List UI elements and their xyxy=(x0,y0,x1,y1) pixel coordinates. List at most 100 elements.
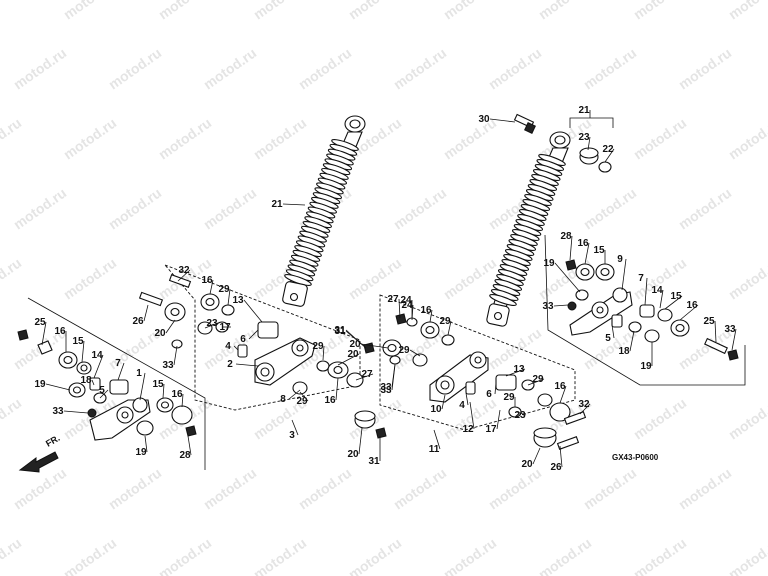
callout-leader xyxy=(584,242,590,265)
callout-leader xyxy=(505,368,526,377)
center-left-group xyxy=(138,274,402,439)
part-callout-33: 33 xyxy=(162,360,174,371)
part-callout-20: 20 xyxy=(349,339,361,350)
right-group-outline xyxy=(544,234,746,386)
shock-absorber-right xyxy=(486,113,612,327)
part-callout-29: 29 xyxy=(312,341,324,352)
callout-leader xyxy=(494,382,497,395)
watermark-text: motod.ru xyxy=(630,395,689,443)
watermark-text: motod.ru xyxy=(200,185,259,233)
part-callout-15: 15 xyxy=(593,245,605,256)
callout-leader xyxy=(532,447,541,465)
watermark-text: motod.ru xyxy=(675,465,734,513)
part-callout-5: 5 xyxy=(605,333,611,344)
part-callout-28: 28 xyxy=(179,450,191,461)
watermark-text: motod.ru xyxy=(440,0,499,22)
callout-leader xyxy=(554,262,581,293)
callout-leader xyxy=(173,345,178,366)
part-callout-5: 5 xyxy=(99,385,105,396)
diagram-code: GX43-P0600 xyxy=(612,453,659,462)
callout-leader xyxy=(559,385,567,404)
part-callout-4: 4 xyxy=(459,400,465,411)
callout-leader xyxy=(579,403,591,415)
callout-leader xyxy=(714,320,717,343)
watermark-text: motod.ru xyxy=(485,45,544,93)
part-callout-24: 24 xyxy=(401,300,413,311)
watermark-text: motod.ru xyxy=(535,0,594,22)
callout-leader xyxy=(93,354,104,379)
part-callout-15: 15 xyxy=(670,291,682,302)
part-callout-29: 29 xyxy=(532,374,544,385)
watermark-text: motod.ru xyxy=(295,45,354,93)
callout-leader xyxy=(441,394,446,410)
callout-leader xyxy=(187,435,192,456)
callout-leader xyxy=(559,445,563,468)
callout-leader xyxy=(288,389,301,400)
callout-leader xyxy=(45,383,71,391)
callout-leader xyxy=(611,324,615,339)
part-callout-33: 33 xyxy=(724,324,736,335)
callout-leader xyxy=(731,328,737,351)
part-callout-19: 19 xyxy=(135,447,147,458)
part-callout-21: 21 xyxy=(271,199,283,210)
part-callout-27: 27 xyxy=(387,294,399,305)
callout-leader xyxy=(209,279,214,295)
part-callout-10: 10 xyxy=(430,404,442,415)
left-link-group-outline xyxy=(27,297,206,470)
callout-leader xyxy=(335,377,339,401)
callout-leader xyxy=(569,235,573,261)
part-callout-23: 23 xyxy=(578,132,590,143)
part-callout-32: 32 xyxy=(578,399,590,410)
watermark-text: motod.ru xyxy=(0,255,24,303)
callout-leader xyxy=(81,340,85,363)
callout-leader xyxy=(527,378,545,386)
watermark-text: motod.ru xyxy=(725,115,768,163)
part-callout-29: 29 xyxy=(439,316,451,327)
part-callout-6: 6 xyxy=(240,334,246,345)
watermark-text: motod.ru xyxy=(60,0,119,22)
watermark-text: motod.ru xyxy=(10,45,69,93)
watermark-text: motod.ru xyxy=(725,255,768,303)
callout-leader xyxy=(144,435,148,453)
part-callout-12: 12 xyxy=(462,424,474,435)
callout-leader xyxy=(604,148,615,163)
callout-leader xyxy=(398,298,401,319)
callout-leader xyxy=(177,269,191,282)
part-callout-20: 20 xyxy=(347,449,359,460)
part-callout-15: 15 xyxy=(152,379,164,390)
part-callout-17: 17 xyxy=(485,424,497,435)
part-callout-16: 16 xyxy=(686,300,698,311)
watermark-text: motod.ru xyxy=(485,465,544,513)
part-callout-14: 14 xyxy=(91,350,103,361)
part-callout-16: 16 xyxy=(554,381,566,392)
part-callout-19: 19 xyxy=(640,361,652,372)
part-callout-16: 16 xyxy=(54,326,66,337)
part-callout-33: 33 xyxy=(542,301,554,312)
callout-leader xyxy=(337,353,360,366)
watermark-text: motod.ru xyxy=(390,185,449,233)
callout-leader xyxy=(248,329,259,340)
watermark-text: motod.ru xyxy=(440,535,499,576)
callout-leader xyxy=(91,379,95,386)
part-callout-29: 29 xyxy=(296,396,308,407)
callout-leader xyxy=(358,427,363,455)
watermark-text: motod.ru xyxy=(580,45,639,93)
part-callout-27: 27 xyxy=(361,369,373,380)
part-callout-22: 22 xyxy=(602,144,614,155)
callout-leader xyxy=(41,321,47,346)
watermark-text: motod.ru xyxy=(155,0,214,22)
watermark-text: motod.ru xyxy=(440,395,499,443)
part-callout-26: 26 xyxy=(550,462,562,473)
watermark-text: motod.ru xyxy=(725,535,768,576)
part-callout-16: 16 xyxy=(577,238,589,249)
callout-leader xyxy=(117,362,125,381)
watermark-text: motod.ru xyxy=(675,185,734,233)
watermark-text: motod.ru xyxy=(10,465,69,513)
watermark-text: motod.ru xyxy=(725,0,768,22)
callout-leader xyxy=(644,277,648,306)
part-callout-3: 3 xyxy=(289,430,295,441)
left-link-group xyxy=(17,329,197,441)
callout-leader xyxy=(243,299,263,323)
